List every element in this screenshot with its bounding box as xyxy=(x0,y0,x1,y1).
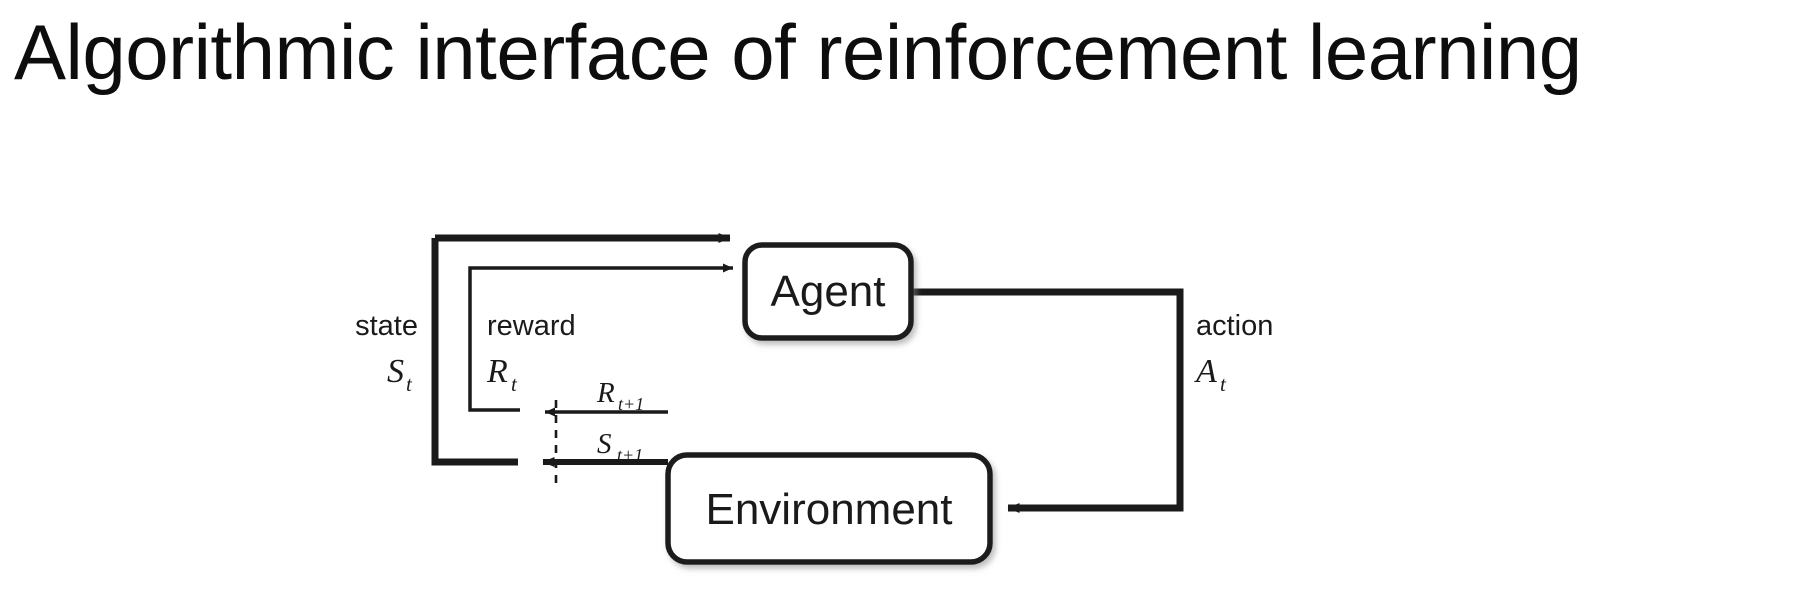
action-word-label: action xyxy=(1196,310,1273,342)
next-reward-subscript-label: t+1 xyxy=(618,394,644,414)
action-subscript-label: t xyxy=(1220,372,1227,396)
environment-label: Environment xyxy=(705,485,952,534)
action-path xyxy=(910,288,1184,513)
node-environment[interactable]: Environment xyxy=(665,452,993,565)
rl-loop-svg: Agent Environment state S t reward R t xyxy=(355,233,1273,565)
page-title: Algorithmic interface of reinforcement l… xyxy=(14,8,1582,96)
agent-box[interactable] xyxy=(742,242,914,341)
environment-box[interactable] xyxy=(665,452,993,565)
action-edge-label: action A t xyxy=(1194,310,1273,396)
reward-feedback-path xyxy=(468,263,733,412)
next-reward-label: R t+1 xyxy=(596,377,644,414)
state-subscript-label: t xyxy=(406,372,413,396)
state-edge-label: state S t xyxy=(355,310,418,396)
agent-label: Agent xyxy=(771,267,886,316)
state-feedback-path xyxy=(431,233,731,466)
state-symbol-label: S xyxy=(387,353,404,390)
action-symbol-label: A xyxy=(1194,353,1217,390)
next-state-symbol-label: S xyxy=(597,428,612,460)
node-agent[interactable]: Agent xyxy=(742,242,914,341)
state-word-label: state xyxy=(355,310,418,342)
rl-loop-diagram: Agent Environment state S t reward R t xyxy=(0,150,1820,594)
reward-edge-label: reward R t xyxy=(486,310,576,396)
next-state-label: S t+1 xyxy=(597,428,643,465)
reward-subscript-label: t xyxy=(511,372,518,396)
reward-symbol-label: R xyxy=(486,353,508,390)
next-state-subscript-label: t+1 xyxy=(617,445,643,465)
reward-word-label: reward xyxy=(487,310,576,342)
next-reward-symbol-label: R xyxy=(596,377,615,409)
